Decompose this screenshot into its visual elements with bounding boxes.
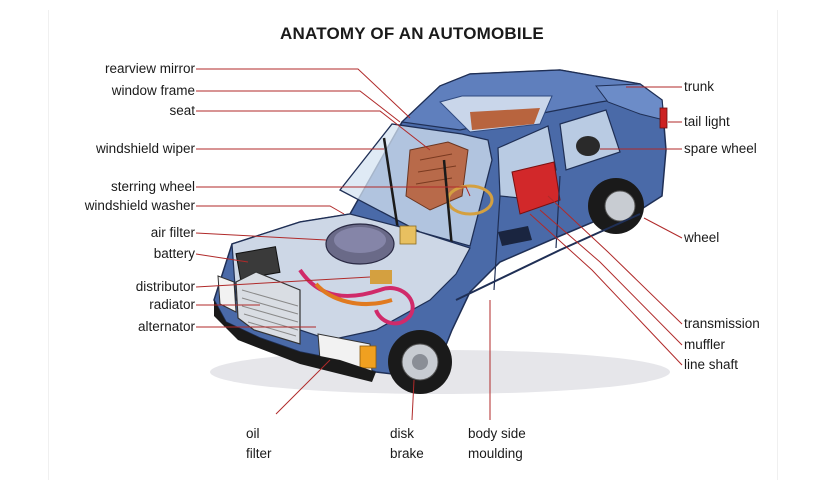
label-disk-brake-line2: brake [390, 446, 424, 461]
label-disk-brake: disk brake [390, 426, 424, 462]
label-body-side-moulding-line2: moulding [468, 446, 523, 461]
label-windshield-wiper: windshield wiper [95, 141, 195, 156]
side-moulding [455, 213, 641, 301]
label-battery: battery [153, 246, 195, 261]
door-lines [493, 175, 561, 291]
leader-lines-bottom [275, 300, 491, 421]
label-spare-wheel: spare wheel [684, 141, 757, 156]
label-alternator: alternator [137, 319, 195, 334]
label-disk-brake-line1: disk [390, 426, 415, 441]
label-windshield-washer: windshield washer [84, 198, 195, 213]
air-filter-top [334, 227, 386, 253]
distributor-shape [370, 270, 392, 284]
disk-brake-shape [412, 354, 428, 370]
label-rearview-mirror: rearview mirror [104, 61, 195, 76]
label-tail-light: tail light [684, 114, 730, 129]
label-radiator: radiator [149, 297, 195, 312]
label-trunk: trunk [684, 79, 715, 94]
side-mirror [498, 226, 532, 246]
diagram-title: ANATOMY OF AN AUTOMOBILE [280, 24, 544, 43]
spare-wheel-shape [576, 136, 600, 156]
label-wheel: wheel [684, 230, 720, 245]
label-transmission: transmission [684, 316, 760, 331]
label-muffler: muffler [684, 337, 726, 352]
label-body-side-moulding-line1: body side [468, 426, 526, 441]
label-window-frame: window frame [111, 83, 195, 98]
label-oil-filter-line2: filter [246, 446, 272, 461]
wiper-right [442, 159, 454, 249]
label-steering-wheel: sterring wheel [110, 179, 195, 194]
reservoir-shape [399, 225, 417, 245]
label-oil-filter: oil filter [246, 426, 272, 462]
leader-lines-right [529, 86, 683, 366]
leader-lines-left [195, 68, 471, 328]
label-oil-filter-line1: oil [246, 426, 260, 441]
front-bumper [214, 300, 376, 382]
sunroof-interior [470, 108, 540, 130]
engine-pipe [314, 282, 393, 306]
rear-hubcap [604, 190, 636, 222]
rear-seat [511, 161, 561, 215]
engine-hose [298, 268, 415, 326]
wiper-left [382, 137, 400, 231]
label-seat: seat [169, 103, 195, 118]
label-air-filter: air filter [150, 225, 195, 240]
label-distributor: distributor [135, 279, 195, 294]
grille-slats [241, 289, 299, 337]
label-body-side-moulding: body side moulding [468, 426, 526, 462]
label-line-shaft: line shaft [684, 357, 739, 372]
indicator-light [359, 345, 377, 369]
tail-light [659, 107, 668, 129]
